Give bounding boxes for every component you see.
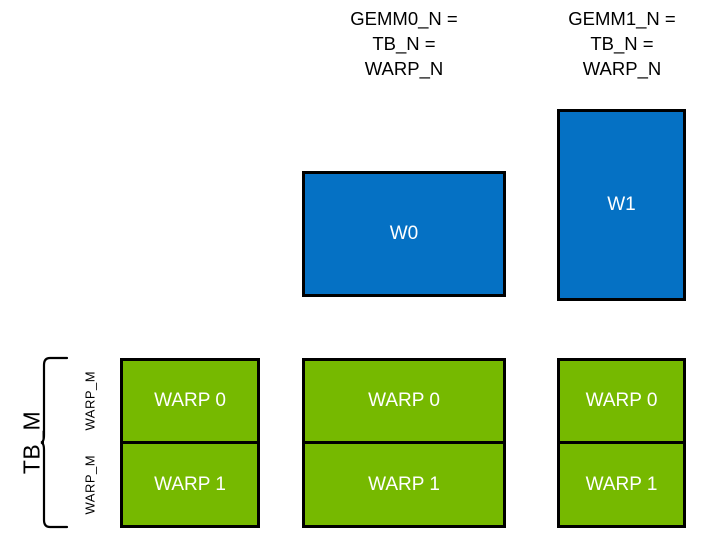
green-column-1: WARP 0 WARP 1 [302, 358, 506, 528]
tb-m-label-text: TB_M [18, 410, 45, 475]
green-cell-1-warp1-label: WARP 1 [368, 473, 440, 495]
green-cell-2-warp0: WARP 0 [560, 361, 683, 444]
blue-box-w1: W1 [557, 109, 686, 301]
green-cell-2-warp1-label: WARP 1 [585, 473, 658, 495]
green-cell-0-warp1: WARP 1 [123, 444, 257, 525]
column-caption-gemm1: GEMM1_N = TB_N = WARP_N [568, 8, 676, 79]
green-column-0: WARP 0 WARP 1 [120, 358, 260, 528]
green-cell-0-warp0: WARP 0 [123, 361, 257, 444]
column-caption-gemm0: GEMM0_N = TB_N = WARP_N [350, 8, 458, 79]
blue-box-w0-label: W0 [389, 223, 419, 244]
green-cell-1-warp0-label: WARP 0 [368, 390, 440, 411]
tb-m-bracket-icon [40, 356, 69, 529]
green-cell-2-warp1: WARP 1 [560, 444, 683, 525]
green-cell-0-warp0-label: WARP 0 [154, 390, 226, 411]
green-cell-0-warp1-label: WARP 1 [154, 473, 226, 495]
blue-box-w1-label: W1 [607, 194, 636, 215]
warp-m-label-bottom: WARP_M [64, 455, 116, 515]
green-cell-1-warp1: WARP 1 [305, 444, 503, 525]
tb-m-label: TB_M [0, 411, 82, 474]
green-cell-1-warp0: WARP 0 [305, 361, 503, 444]
warp-m-label-top-text: WARP_M [82, 370, 98, 431]
warp-m-label-bottom-text: WARP_M [82, 454, 98, 515]
blue-box-w0: W0 [302, 171, 506, 297]
green-cell-2-warp0-label: WARP 0 [585, 390, 658, 411]
green-column-2: WARP 0 WARP 1 [557, 358, 686, 528]
warp-m-label-top: WARP_M [64, 371, 116, 431]
